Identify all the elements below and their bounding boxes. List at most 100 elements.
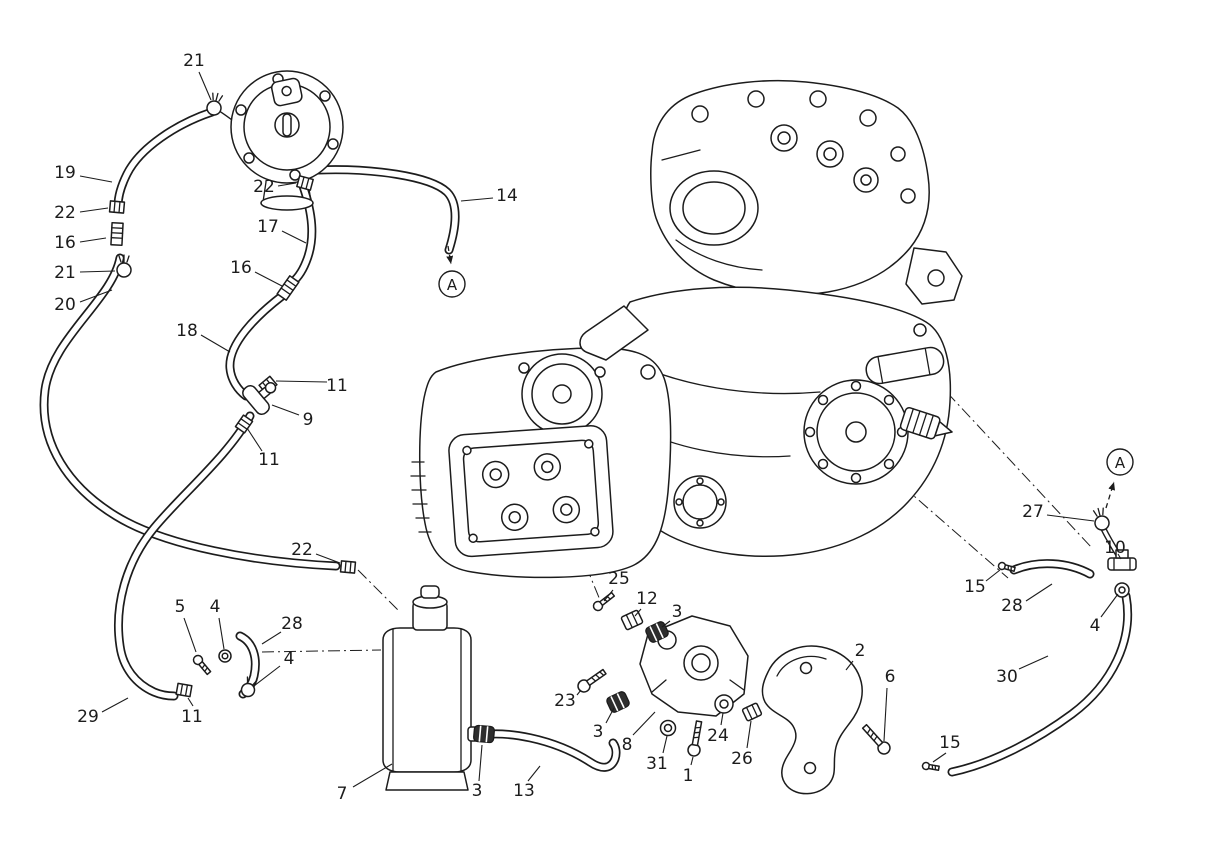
spacer-12 [620, 609, 644, 631]
bolt-6 [861, 723, 891, 755]
bolt-23 [577, 668, 607, 693]
clamp-21-top [206, 92, 224, 116]
leader-line-22-6 [277, 182, 297, 187]
callout-11-20: 11 [181, 707, 203, 727]
callout-3-22: 3 [472, 781, 483, 801]
fitting-10 [1107, 549, 1137, 571]
callout-3-26: 3 [672, 602, 683, 622]
grommet-3-lower [606, 691, 630, 713]
leader-line-3-28 [605, 707, 615, 724]
leader-line-12-25 [634, 608, 642, 617]
callout-28-37: 28 [1001, 596, 1023, 616]
fuel-filler-cap [213, 70, 344, 211]
callout-25-24: 25 [608, 569, 630, 589]
leader-line-19-1 [79, 175, 113, 183]
canister [382, 585, 481, 791]
callout-18-9: 18 [176, 321, 198, 341]
callout-4-18: 4 [284, 649, 295, 669]
hose-19 [118, 112, 212, 206]
leader-line-4-18 [253, 665, 281, 687]
union-16-mid [276, 275, 300, 301]
hose-14 [318, 170, 455, 250]
callout-12-25: 12 [636, 589, 658, 609]
callout-28-17: 28 [281, 614, 303, 634]
leader-line-11-20 [187, 697, 194, 707]
leader-line-16-8 [254, 271, 283, 287]
fittings [108, 92, 1137, 771]
washer-31 [659, 719, 677, 737]
leader-line-14-13 [460, 197, 494, 202]
leader-line-2-34 [845, 660, 854, 671]
leader-line-6-35 [883, 687, 888, 742]
leader-line-28-17 [261, 631, 282, 645]
callout-17-7: 17 [257, 217, 279, 237]
guard-plate [761, 645, 863, 795]
callout-26-33: 26 [731, 749, 753, 769]
callout-2-34: 2 [855, 641, 866, 661]
nut-11-lower [234, 414, 254, 434]
callout-5-15: 5 [175, 597, 186, 617]
leader-line-17-7 [281, 230, 307, 244]
ref-marker-A-0: A [438, 245, 466, 298]
callout-19-1: 19 [54, 163, 76, 183]
leader-line-22-2 [79, 207, 109, 213]
leader-line-25-24 [603, 589, 614, 602]
leader-line-13-23 [527, 765, 541, 782]
nut-22-left [108, 200, 126, 214]
callout-30-41: 30 [996, 667, 1018, 687]
nut-22-cap [296, 175, 314, 191]
callout-10-38: 10 [1104, 538, 1126, 558]
callout-29-19: 29 [77, 707, 99, 727]
leader-line-15-42 [932, 752, 947, 763]
callout-7-21: 7 [337, 784, 348, 804]
leader-line-20-5 [79, 289, 113, 303]
leader-line-28-37 [1025, 583, 1053, 602]
callout-4-40: 4 [1090, 616, 1101, 636]
leader-line-29-19 [101, 697, 129, 713]
screw-15-right-lower [921, 761, 940, 771]
callout-14-13: 14 [496, 186, 518, 206]
ref-letter-A: A [1115, 454, 1126, 472]
leader-line-1-31 [690, 756, 694, 766]
leader-line-27-39 [1046, 514, 1095, 522]
bolt-1 [687, 720, 703, 757]
leader-line-22-14 [315, 553, 341, 564]
nut-11-bottom [175, 682, 193, 698]
leader-line-8-29 [632, 711, 656, 736]
callout-20-5: 20 [54, 295, 76, 315]
ref-letter-A: A [447, 276, 458, 294]
valve-9 [242, 382, 277, 416]
leader-line-7-21 [352, 763, 393, 788]
leader-line-4-40 [1100, 593, 1119, 618]
callout-23-27: 23 [554, 691, 576, 711]
nut-4-right [1114, 582, 1130, 598]
leader-line-4-16 [218, 617, 225, 650]
leader-line-11-12 [246, 427, 263, 452]
callout-24-32: 24 [707, 726, 729, 746]
leader-line-24-32 [720, 712, 724, 726]
leader-line-3-22 [478, 744, 483, 782]
union-16-left [110, 221, 124, 247]
leader-line-26-33 [746, 720, 752, 749]
callout-22-6: 22 [253, 177, 275, 197]
callout-22-2: 22 [54, 203, 76, 223]
leader-line-31-30 [662, 735, 668, 754]
leader-line-30-41 [1018, 655, 1049, 670]
callout-31-30: 31 [646, 754, 668, 774]
callout-21-0: 21 [183, 51, 205, 71]
grommet-3-canister [473, 724, 495, 744]
callout-16-3: 16 [54, 233, 76, 253]
ref-marker-A-1: A [1105, 448, 1134, 509]
washer-4-left [218, 649, 232, 663]
clamp-4-left [240, 676, 258, 698]
callout-11-10: 11 [326, 376, 348, 396]
leader-line-16-3 [79, 237, 107, 243]
callout-8-29: 8 [622, 735, 633, 755]
callout-21-4: 21 [54, 263, 76, 283]
leader-line-15-36 [985, 569, 1001, 582]
leader-line-10-38 [1117, 553, 1122, 560]
callout-27-39: 27 [1022, 502, 1044, 522]
